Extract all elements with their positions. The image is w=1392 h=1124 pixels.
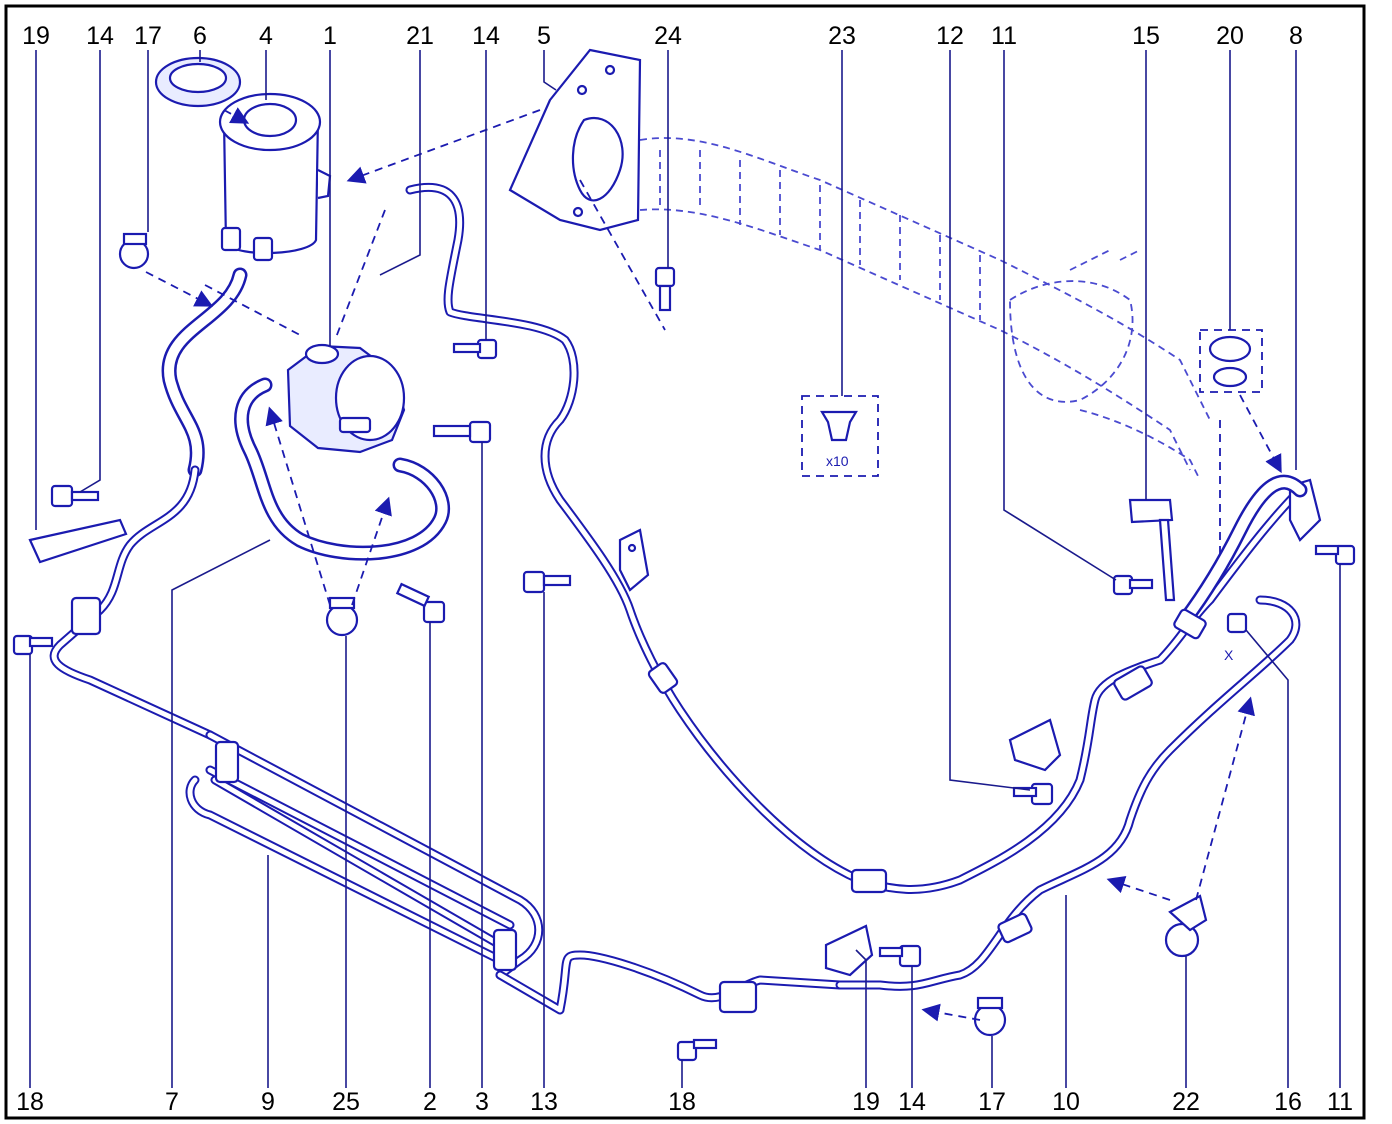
pressure-line-sleeve-lower — [850, 868, 888, 894]
bracket-15 — [1128, 498, 1174, 524]
bolt-18-b — [676, 1038, 718, 1062]
top-callouts: 19 14 17 6 4 1 21 14 5 24 23 12 11 15 20… — [22, 22, 1303, 50]
pressure-line-bracket — [618, 528, 650, 592]
return-line-right — [718, 595, 1301, 1014]
grommet-qty: x10 — [826, 453, 849, 469]
supply-hose — [161, 267, 451, 561]
pump-bracket — [508, 48, 642, 232]
fluid-reservoir — [154, 56, 332, 262]
callout-bottom-7: 7 — [165, 1088, 179, 1116]
callout-bottom-19: 19 — [852, 1088, 880, 1116]
callout-top-21: 21 — [406, 22, 434, 50]
callout-bottom-18b: 18 — [668, 1088, 696, 1116]
callout-top-4: 4 — [259, 22, 273, 50]
callout-top-15: 15 — [1132, 22, 1160, 50]
callout-bottom-18: 18 — [16, 1088, 44, 1116]
return-line-clip — [718, 980, 758, 1014]
bolt-24 — [654, 266, 676, 312]
callout-top-12: 12 — [936, 22, 964, 50]
bolt-18-a — [12, 634, 54, 656]
callout-top-24: 24 — [654, 22, 682, 50]
bolt-14-b — [452, 338, 498, 360]
clamp-17-top — [118, 232, 150, 270]
bolt-14-c — [878, 944, 922, 968]
pressure-line-sleeve-right — [1113, 665, 1153, 701]
bracket-12 — [1008, 718, 1062, 772]
reservoir-outlet — [220, 226, 242, 252]
bolt-12 — [1012, 782, 1054, 806]
o-ring-inset — [1199, 329, 1263, 393]
callout-top-8: 8 — [1289, 22, 1303, 50]
bolt-13 — [522, 570, 572, 594]
callout-bottom-11: 11 — [1327, 1088, 1353, 1116]
callout-top-23: 23 — [828, 22, 856, 50]
bracket-19-upper — [28, 518, 128, 564]
bolt-11-b — [1314, 544, 1356, 566]
callout-top-5: 5 — [537, 22, 551, 50]
assembly-arrows — [145, 109, 1282, 1022]
bottom-callouts: 18 7 9 25 2 3 13 18 19 14 17 10 22 16 11 — [16, 1088, 1353, 1116]
callout-top-17: 17 — [134, 22, 162, 50]
callout-bottom-9: 9 — [261, 1088, 275, 1116]
callout-top-1: 1 — [323, 22, 337, 50]
callout-top-6: 6 — [193, 22, 207, 50]
pressure-line — [405, 182, 1322, 894]
bracket-19-lower — [824, 924, 874, 977]
clamps — [118, 232, 1208, 1037]
bolt-11-a — [1112, 574, 1154, 596]
callout-bottom-25: 25 — [332, 1088, 360, 1116]
cooler-clip-left — [214, 740, 240, 784]
pressure-line-sleeve-upper — [647, 662, 679, 694]
callout-bottom-3: 3 — [475, 1088, 489, 1116]
callout-bottom-16: 16 — [1274, 1088, 1302, 1116]
callout-bottom-14: 14 — [898, 1088, 926, 1116]
callout-bottom-2: 2 — [423, 1088, 437, 1116]
cooler-loop — [185, 730, 845, 1015]
bolt-2 — [395, 582, 446, 624]
brackets — [28, 498, 1176, 636]
callout-bottom-17: 17 — [978, 1088, 1006, 1116]
callout-top-20: 20 — [1216, 22, 1244, 50]
callout-bottom-13: 13 — [530, 1088, 558, 1116]
reservoir-inlet — [252, 236, 274, 262]
callout-top-14: 14 — [86, 22, 114, 50]
cooler-clip-right — [492, 928, 518, 972]
callout-bottom-10: 10 — [1052, 1088, 1080, 1116]
clamp-22 — [1164, 894, 1208, 958]
diagram-frame — [4, 4, 1366, 1120]
callout-bottom-22: 22 — [1172, 1088, 1200, 1116]
callout-top-14b: 14 — [472, 22, 500, 50]
clamp-17-bottom — [973, 996, 1007, 1037]
detail-x-mark: X — [1224, 647, 1234, 663]
bolts — [12, 266, 1356, 1062]
leader-lines — [29, 50, 1341, 1088]
steering-rack-ghost — [639, 137, 1211, 481]
bolt-16 — [1226, 612, 1248, 634]
bolt-3 — [432, 420, 492, 444]
return-line-left — [49, 465, 215, 740]
rack-feed-hose — [1173, 474, 1308, 640]
grommet-inset: x10 — [801, 395, 879, 477]
bolt-14-a — [50, 484, 100, 508]
clip-18 — [70, 596, 102, 636]
callout-top-11: 11 — [991, 22, 1017, 50]
power-steering-pump — [286, 343, 406, 454]
callout-top-19: 19 — [22, 22, 50, 50]
return-line-sleeve — [997, 912, 1033, 944]
